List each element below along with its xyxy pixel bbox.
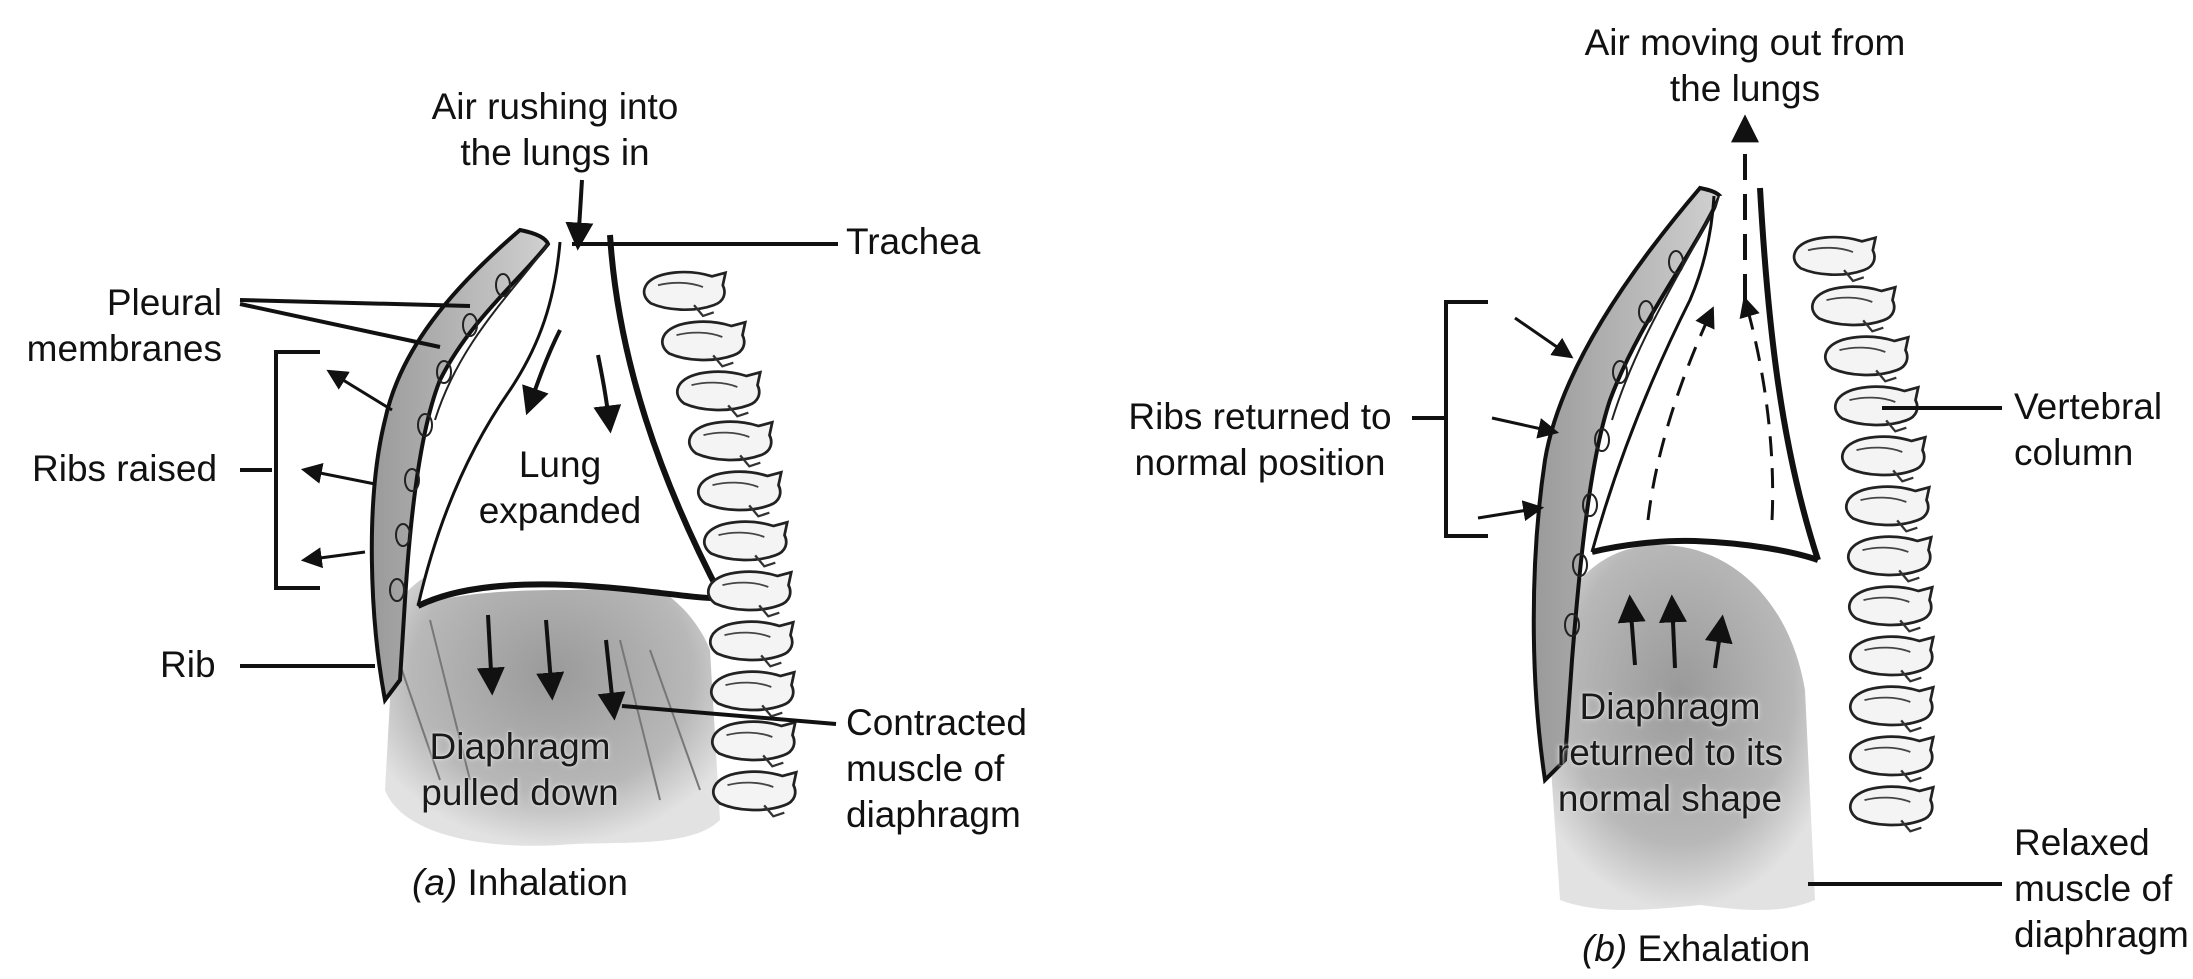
lung-expanded-label: Lung expanded — [460, 442, 660, 534]
pleural-leader-2 — [240, 304, 440, 347]
air-out-label: Air moving out from the lungs — [1560, 20, 1930, 112]
air-in-label: Air rushing into the lungs in — [400, 84, 710, 176]
relaxed-line-2: muscle of — [2014, 866, 2189, 912]
rib-out-arrow-3 — [305, 552, 365, 560]
vertebral-line-2: column — [2014, 430, 2162, 476]
pleural-line-2: membranes — [0, 326, 222, 372]
caption-a-text: Inhalation — [468, 862, 628, 903]
lung-line-1: Lung — [460, 442, 660, 488]
trachea-label: Trachea — [846, 219, 980, 265]
air-out-line-1: Air moving out from — [1560, 20, 1930, 66]
ribs-raised-label: Ribs raised — [32, 446, 217, 492]
air-in-line-1: Air rushing into — [400, 84, 710, 130]
caption-a: (a) Inhalation — [412, 862, 628, 904]
caption-b: (b) Exhalation — [1582, 928, 1810, 970]
diaphragm-a-line-1: Diaphragm — [400, 724, 640, 770]
relaxed-line-3: diaphragm — [2014, 912, 2189, 958]
rib-in-arrow-1 — [1515, 318, 1570, 356]
rib-in-arrow-2 — [1492, 418, 1555, 432]
lung-line-2: expanded — [460, 488, 660, 534]
contracted-line-1: Contracted — [846, 700, 1027, 746]
diaphragm-b-line-3: normal shape — [1540, 776, 1800, 822]
ribs-returned-label: Ribs returned to normal position — [1110, 394, 1410, 486]
pleural-line-1: Pleural — [0, 280, 222, 326]
rib-in-arrow-3 — [1478, 508, 1540, 518]
contracted-line-2: muscle of — [846, 746, 1027, 792]
rib-out-arrow-2 — [305, 470, 375, 484]
vertebral-column-b — [1794, 237, 1933, 831]
rib-out-arrow-1 — [330, 372, 392, 410]
diaphragm-pulled-label: Diaphragm pulled down — [400, 724, 640, 816]
vertebral-line-1: Vertebral — [2014, 384, 2162, 430]
ribs-returned-line-2: normal position — [1110, 440, 1410, 486]
air-out-line-2: the lungs — [1560, 66, 1930, 112]
lung-b — [1590, 190, 1815, 560]
diaphragm-b-line-2: returned to its — [1540, 730, 1800, 776]
diaphragm-a-line-2: pulled down — [400, 770, 640, 816]
diaphragm-b-line-1: Diaphragm — [1540, 684, 1800, 730]
rib-label: Rib — [160, 642, 216, 688]
relaxed-line-1: Relaxed — [2014, 820, 2189, 866]
ribs-raised-bracket — [276, 352, 320, 588]
air-in-line-2: the lungs in — [400, 130, 710, 176]
pleural-leader-1 — [240, 300, 470, 306]
air-in-arrow — [578, 180, 582, 245]
ribs-returned-bracket — [1446, 302, 1488, 536]
pleural-membranes-label: Pleural membranes — [0, 280, 222, 372]
caption-a-letter: (a) — [412, 862, 457, 903]
relaxed-muscle-label: Relaxed muscle of diaphragm — [2014, 820, 2189, 958]
diaphragm-returned-label: Diaphragm returned to its normal shape — [1540, 684, 1800, 822]
ribs-returned-line-1: Ribs returned to — [1110, 394, 1410, 440]
vertebral-column-label: Vertebral column — [2014, 384, 2162, 476]
contracted-line-3: diaphragm — [846, 792, 1027, 838]
contracted-muscle-label: Contracted muscle of diaphragm — [846, 700, 1027, 838]
caption-b-letter: (b) — [1582, 928, 1627, 969]
caption-b-text: Exhalation — [1638, 928, 1811, 969]
